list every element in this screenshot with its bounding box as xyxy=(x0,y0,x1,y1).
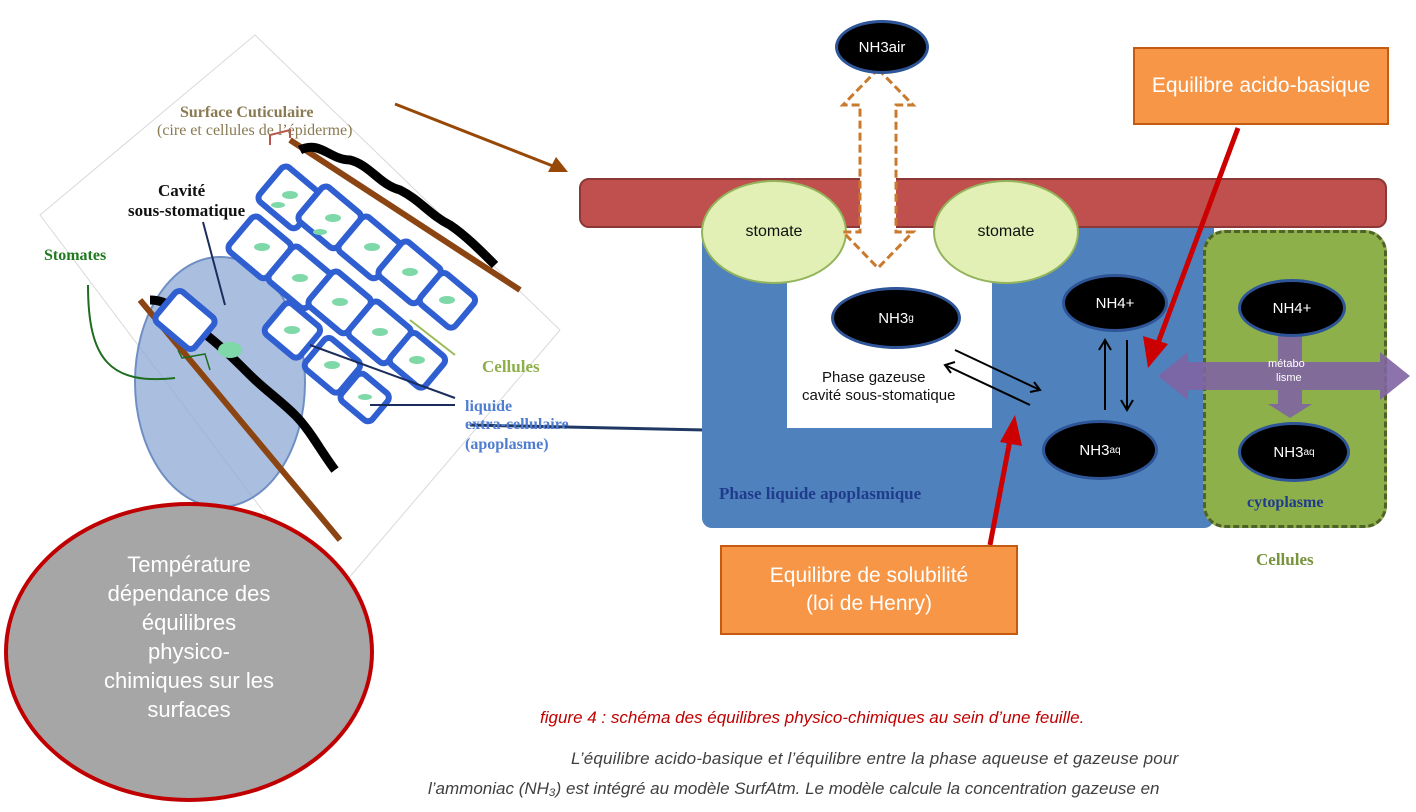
stomates-pointer xyxy=(87,284,176,381)
cavite-pointer xyxy=(202,221,226,306)
equilibrium-arrow-g-aq-1 xyxy=(954,349,1041,391)
figure-caption: figure 4 : schéma des équilibres physico… xyxy=(540,708,1085,727)
equilibrium-arrow-g-aq-2 xyxy=(944,364,1031,406)
cuticle-arrow-head xyxy=(548,157,568,172)
nh3air-node: NH3air xyxy=(835,20,929,74)
liquide-pointer-1 xyxy=(309,344,456,399)
cellules-label: Cellules xyxy=(1256,550,1314,569)
chloroplasts xyxy=(218,191,455,400)
cuticle-bracket xyxy=(269,128,291,145)
stomata-bracket xyxy=(177,349,211,371)
surface-cuticulaire-sub: (cire et cellules de l’épiderme) xyxy=(157,122,353,139)
exchange-arrow-air xyxy=(839,66,917,271)
metabolism-arrow xyxy=(1158,312,1410,418)
liquide-label-1: liquide xyxy=(465,398,513,415)
cellules-pointer xyxy=(409,319,456,356)
equilibre-acido-box: Equilibre acido-basique xyxy=(1133,47,1389,125)
metabolism-label-2: lisme xyxy=(1276,372,1302,384)
temperature-text: Température dépendance des équilibres ph… xyxy=(104,552,274,722)
cavite-label-1: Cavité xyxy=(158,181,206,200)
stomate-right: stomate xyxy=(933,180,1079,284)
gas-phase-label-2: cavité sous-stomatique xyxy=(802,387,956,404)
apoplasmic-phase-label: Phase liquide apoplasmique xyxy=(719,484,922,503)
body-text-line-1: L’équilibre acido-basique et l’équilibre… xyxy=(571,749,1179,768)
liquide-label-3: (apoplasme) xyxy=(465,436,549,453)
cavite-label-2: sous-stomatique xyxy=(128,201,246,220)
gas-phase-label-1: Phase gazeuse xyxy=(822,369,926,386)
stomates-label: Stomates xyxy=(44,247,107,264)
equilibre-solubilite-box: Equilibre de solubilité (loi de Henry) xyxy=(720,545,1018,635)
cytoplasme-label: cytoplasme xyxy=(1247,494,1324,511)
cuticle-arrow xyxy=(394,102,559,170)
cellules-sketch-label: Cellules xyxy=(482,357,540,376)
cuticle-line-top xyxy=(288,137,522,293)
temperature-ellipse: Température dépendance des équilibres ph… xyxy=(4,502,374,802)
nh4-cytoplasm-node: NH4+ xyxy=(1238,279,1346,337)
solubility-red-arrow xyxy=(987,439,1013,546)
surface-cuticulaire-title: Surface Cuticulaire xyxy=(180,104,314,121)
epidermis-chain-top xyxy=(297,142,499,269)
nh4-apoplasm-node: NH4+ xyxy=(1062,274,1168,332)
metabolism-label-1: métabo xyxy=(1268,358,1305,370)
acido-red-arrow xyxy=(1155,127,1241,344)
liquide-label-2: extra-cellulaire xyxy=(465,416,569,433)
body-text-line-2: l’ammoniac (NH₃) est intégré au modèle S… xyxy=(428,779,1160,798)
